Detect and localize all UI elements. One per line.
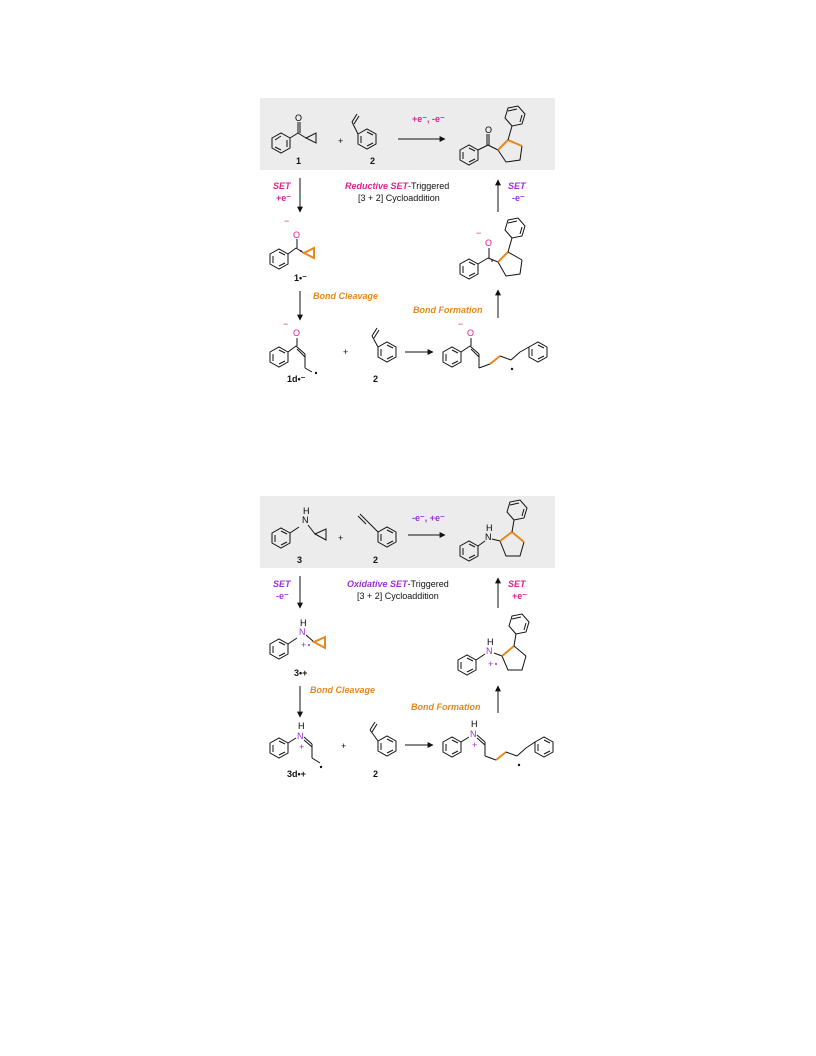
title-highlight-1: Reductive SET [345, 181, 410, 191]
atom-o-anion: O [293, 328, 300, 338]
reagents-top-1: +e⁻, -e⁻ [412, 114, 445, 124]
atom-n-label: N [485, 532, 492, 542]
atom-o-label: O [295, 113, 302, 123]
bond-formation-2: Bond Formation [411, 702, 481, 712]
compound-2b-structure-s2 [369, 721, 397, 757]
plus-charge: + [472, 740, 477, 750]
title-rest-1: -Triggered [408, 181, 449, 191]
set-label-right-1: SET [508, 181, 527, 191]
radical-intermediate-2-structure: N H + [457, 613, 530, 676]
compound-1-structure: O [271, 113, 317, 154]
plus-sign: + [338, 136, 343, 146]
title-highlight-2: Oxidative SET [347, 579, 409, 589]
adduct-radical-1-structure: O − [442, 319, 548, 371]
label-compound-3: 3 [297, 555, 302, 565]
atom-o-label: O [485, 125, 492, 135]
atom-n-label: N [302, 515, 309, 525]
product-1-structure: O [459, 105, 526, 166]
scheme-2-title-line2: [3 + 2] Cycloaddition [357, 591, 439, 601]
atom-n-cation: N [470, 729, 477, 739]
label-compound-2-s2: 2 [373, 555, 378, 565]
product-2-structure: N H [459, 499, 528, 562]
set-label-right-2: SET [508, 579, 527, 589]
radical-cation-3-structure: N H + [269, 618, 326, 660]
atom-n-cation: N [486, 646, 493, 656]
label-distonic-3: 3d•+ [287, 769, 306, 779]
set-sub-left-1: +e⁻ [276, 193, 291, 203]
plus-sign: + [338, 533, 343, 543]
plus-charge: + [299, 742, 304, 752]
compound-2b-structure [371, 327, 397, 363]
set-sub-right-2: +e⁻ [512, 591, 527, 601]
title-rest-2: -Triggered [408, 579, 449, 589]
compound-2-structure [351, 113, 377, 150]
atom-o-anion: O [485, 238, 492, 248]
atom-h-label: H [303, 506, 310, 516]
set-sub-right-1: -e⁻ [512, 193, 525, 203]
reagents-top-2: -e⁻, +e⁻ [412, 513, 445, 523]
plus-charge: + [488, 659, 493, 669]
label-radical-cation-3: 3•+ [294, 668, 307, 678]
atom-h-label: H [298, 721, 305, 731]
atom-h-label: H [300, 618, 307, 628]
compound-3-structure: N H [271, 506, 327, 549]
set-label-left-1: SET [273, 181, 292, 191]
atom-n-cation: N [299, 627, 306, 637]
scheme-1-reductive: O 1 + 2 +e⁻, -e⁻ O [260, 98, 555, 384]
scheme-1-title-line2: [3 + 2] Cycloaddition [358, 193, 440, 203]
radical-anion-1-structure: O − [269, 216, 315, 270]
set-label-left-2: SET [273, 579, 292, 589]
bond-cleavage-1: Bond Cleavage [313, 291, 378, 301]
label-distonic-1: 1d•⁻ [287, 374, 306, 384]
atom-n-cation: N [297, 731, 304, 741]
minus-charge: − [476, 228, 481, 238]
label-compound-2: 2 [370, 156, 375, 166]
label-compound-2b: 2 [373, 374, 378, 384]
label-radical-anion-1: 1•⁻ [294, 273, 307, 283]
bond-cleavage-2: Bond Cleavage [310, 685, 375, 695]
atom-o-anion: O [293, 230, 300, 240]
bond-formation-1: Bond Formation [413, 305, 483, 315]
adduct-radical-2-structure: N H + [442, 719, 554, 767]
atom-h-label: H [487, 637, 494, 647]
atom-h-label: H [471, 719, 478, 729]
scheme-1-panel [260, 98, 555, 170]
distonic-anion-1-structure: O − [269, 319, 318, 375]
set-sub-left-2: -e⁻ [276, 591, 289, 601]
plus-charge: + [301, 640, 306, 650]
scheme-2-title: Oxidative SET-Triggered [347, 579, 449, 589]
label-compound-1: 1 [296, 156, 301, 166]
label-compound-2b-s2: 2 [373, 769, 378, 779]
atom-o-anion: O [467, 328, 474, 338]
radical-intermediate-1-structure: O − [459, 217, 526, 280]
plus-sign: + [343, 347, 348, 357]
distonic-cation-3-structure: N H + [269, 721, 323, 769]
scheme-1-title: Reductive SET-Triggered [345, 181, 449, 191]
minus-charge: − [283, 319, 288, 329]
minus-charge: − [458, 319, 463, 329]
atom-h-label: H [486, 523, 493, 533]
scheme-2-oxidative: N H 3 + 2 -e⁻, +e⁻ N H [260, 496, 555, 779]
compound-2-structure-s2 [357, 513, 397, 548]
plus-sign: + [341, 741, 346, 751]
minus-charge: − [284, 216, 289, 226]
